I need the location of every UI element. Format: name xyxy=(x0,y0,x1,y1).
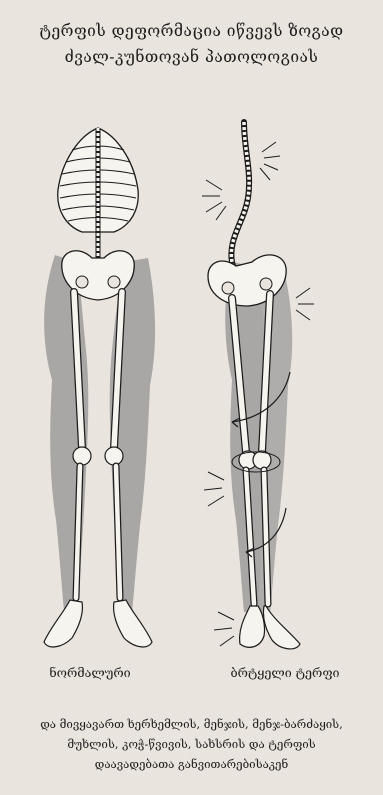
pain-burst-lower-back xyxy=(202,180,226,220)
figure-title: ტერფის დეფორმაცია იწვევს ზოგად ძვალ-კუნთ… xyxy=(0,18,383,70)
title-line-2: ძვალ-კუნთოვან პათოლოგიას xyxy=(0,44,383,70)
caption-line-3: დაავადებათა განვითარებისაკენ xyxy=(0,754,383,774)
caption-line-1: და მივყავართ ხერხემლის, მენჯის, მენჯ-ბარ… xyxy=(0,714,383,734)
normal-right-foot xyxy=(114,600,152,647)
label-flatfoot: ბრტყელი ტერფი xyxy=(200,665,370,680)
normal-left-foot xyxy=(44,600,82,647)
flat-left-foot xyxy=(240,606,265,647)
pain-burst-knee xyxy=(204,472,224,506)
anatomy-illustration xyxy=(0,90,383,660)
flatfoot-skeleton xyxy=(202,122,314,649)
pain-burst-upper-back xyxy=(260,142,280,180)
pain-burst-hip xyxy=(296,288,314,320)
flat-right-foot xyxy=(263,606,300,649)
title-line-1: ტერფის დეფორმაცია იწვევს ზოგად xyxy=(0,18,383,44)
normal-skeleton xyxy=(44,128,155,647)
label-normal: ნორმალური xyxy=(20,665,160,680)
figure-caption: და მივყავართ ხერხემლის, მენჯის, მენჯ-ბარ… xyxy=(0,714,383,774)
pain-burst-foot xyxy=(214,612,234,646)
caption-line-2: მუხლის, კოჭ-წვივის, სახსრის და ტერფის xyxy=(0,734,383,754)
